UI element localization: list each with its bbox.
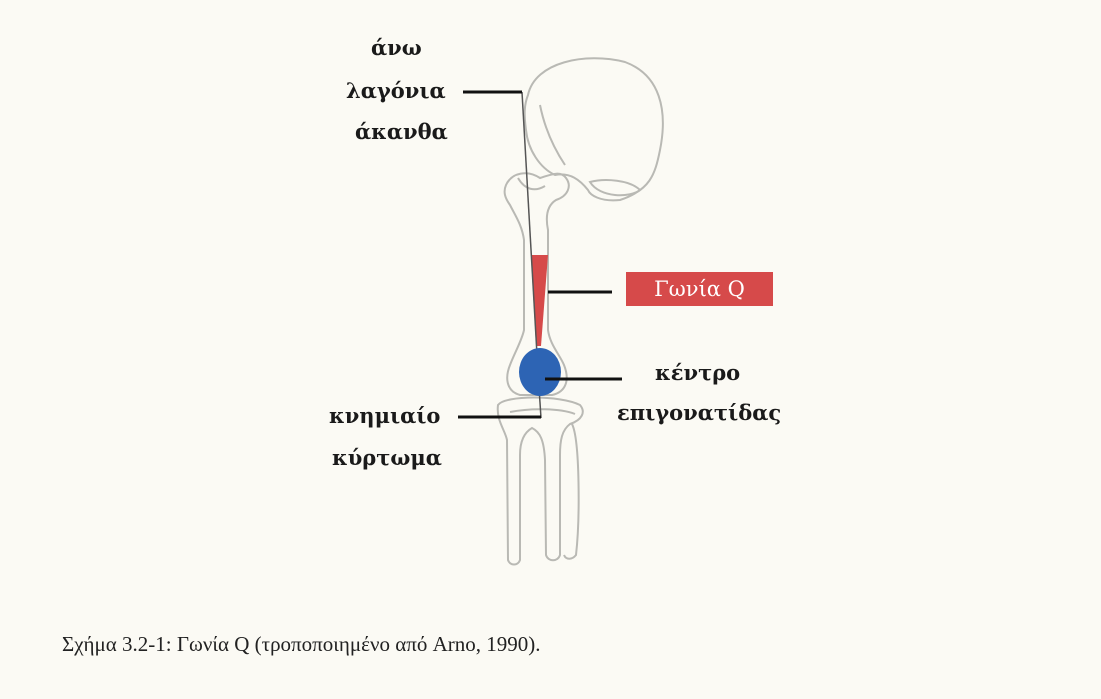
tibial-label-line2: κύρτωμα: [332, 444, 442, 471]
asis-label-line3: άκανθα: [355, 118, 448, 145]
asis-label-line2: λαγόνια: [346, 77, 446, 104]
tibia-bone: [498, 398, 583, 565]
patella-label-line2: επιγονατίδας: [617, 399, 781, 426]
asis-label-line1: άνω: [371, 34, 422, 61]
figure-caption: Σχήμα 3.2-1: Γωνία Q (τροποποιημένο από …: [62, 632, 540, 657]
patella-center-marker: [519, 348, 561, 396]
pelvis-bone: [525, 58, 663, 200]
patella-label-line1: κέντρο: [655, 359, 740, 386]
tibial-label-line1: κνημιαίο: [329, 402, 440, 429]
q-angle-label: Γωνία Q: [626, 272, 773, 306]
